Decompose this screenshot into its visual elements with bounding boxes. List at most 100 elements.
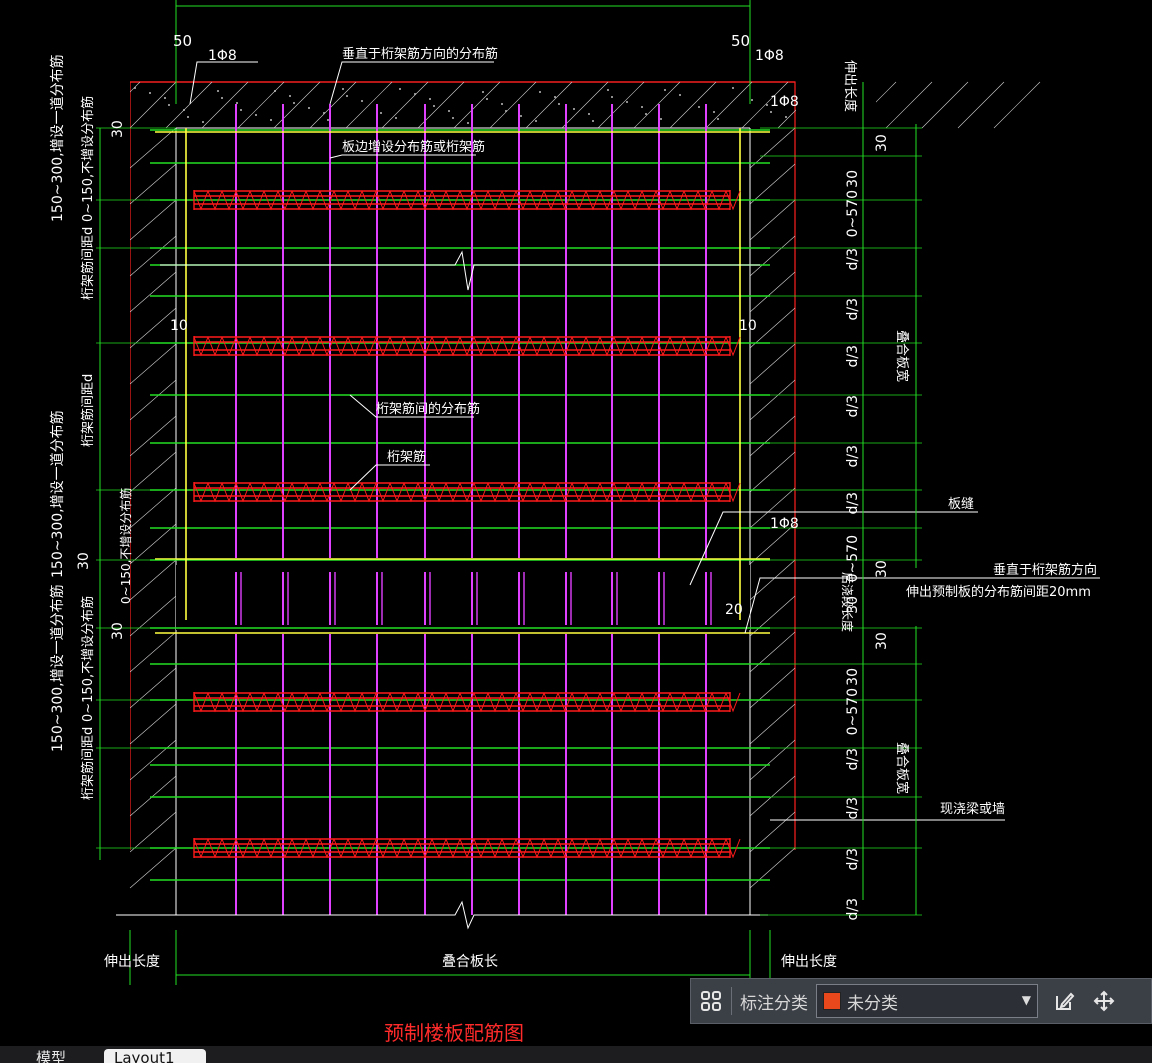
- concrete-speck: [539, 91, 541, 93]
- right-dim-text: d/3: [845, 898, 861, 921]
- annotation-toolbar: 标注分类 未分类 ▼: [690, 978, 1152, 1024]
- tab-model[interactable]: 模型: [36, 1049, 67, 1063]
- drawing-title: 预制楼板配筋图: [384, 1021, 524, 1045]
- hatch-right-line: [749, 703, 796, 745]
- right-dim-text: d/3: [845, 248, 861, 271]
- label-edge-dist: 板边增设分布筋或桁架筋: [342, 139, 485, 155]
- concrete-speck: [501, 103, 503, 105]
- leader-line: [329, 154, 476, 159]
- hatch-top-line: [669, 81, 717, 129]
- category-select[interactable]: 未分类 ▼: [816, 984, 1038, 1018]
- concrete-speck: [505, 110, 507, 112]
- hatch-right-line: [749, 847, 796, 889]
- concrete-speck: [380, 112, 382, 114]
- hatch-top-line: [993, 81, 1041, 129]
- left-dim-30: 30: [110, 622, 126, 640]
- concrete-speck: [236, 102, 238, 104]
- concrete-speck: [452, 117, 454, 119]
- hatch-top-line: [309, 81, 357, 129]
- bar-label-1: 1Φ8: [208, 48, 237, 64]
- hatch-top-line: [453, 81, 501, 129]
- right-dim-text: d/3: [845, 797, 861, 820]
- concrete-speck: [558, 103, 560, 105]
- hatch-left-line: [129, 847, 177, 889]
- concrete-speck: [717, 118, 719, 120]
- left-dim-text: 150~300,增设一道分布筋: [49, 584, 66, 752]
- concrete-speck: [732, 87, 734, 89]
- right-cast-len: 后浇段长度: [840, 572, 855, 632]
- label-cast-beam: 现浇梁或墙: [940, 802, 1005, 817]
- hatch-right-line: [749, 487, 796, 529]
- right-dim-text: 0~570: [845, 535, 861, 582]
- right-slab-width-2: 叠合板宽: [894, 742, 910, 794]
- concrete-speck: [611, 96, 613, 98]
- left-dim-text: 桁架筋间距d: [80, 227, 96, 300]
- hatch-left-line: [129, 811, 177, 853]
- truss-lattice: [193, 190, 741, 211]
- right-dim-text: d/3: [845, 848, 861, 871]
- truss-lattice: [193, 838, 741, 859]
- concrete-speck: [467, 122, 469, 124]
- dim-20: 20: [725, 602, 743, 618]
- concrete-speck: [187, 116, 189, 118]
- hatch-right-line: [749, 775, 796, 817]
- bar-label-3: 1Φ8: [770, 94, 799, 110]
- right-dim-text: 30: [845, 170, 861, 188]
- hatch-right-line: [749, 343, 796, 385]
- hatch-left-line: [129, 595, 177, 637]
- left-dim-30: 30: [76, 552, 92, 570]
- concrete-speck: [770, 111, 772, 113]
- hatch-left-line: [129, 451, 177, 493]
- label-slab-joint: 板缝: [948, 497, 974, 512]
- concrete-speck: [395, 117, 397, 119]
- concrete-speck: [588, 113, 590, 115]
- hatch-right-line: [749, 307, 796, 349]
- hatch-right-line: [749, 667, 796, 709]
- bar-label-4: 1Φ8: [770, 516, 799, 532]
- label-vertical-dist: 垂直于桁架筋方向的分布筋: [342, 46, 498, 62]
- right-slab-width-1: 叠合板宽: [894, 330, 910, 382]
- hatch-top-line: [129, 81, 177, 129]
- concrete-speck: [323, 112, 325, 114]
- grid-icon[interactable]: [691, 979, 731, 1023]
- concrete-speck: [592, 120, 594, 122]
- hatch-left-line: [129, 703, 177, 745]
- concrete-speck: [535, 120, 537, 122]
- hatch-top-line: [381, 81, 429, 129]
- chevron-down-icon: ▼: [1021, 993, 1031, 1007]
- mask-left: [0, 0, 130, 860]
- concrete-speck: [520, 115, 522, 117]
- concrete-speck: [255, 114, 257, 116]
- concrete-speck: [293, 102, 295, 104]
- concrete-speck: [766, 104, 768, 106]
- hatch-top-line: [165, 81, 213, 129]
- edit-icon[interactable]: [1044, 979, 1084, 1023]
- label-truss: 桁架筋: [387, 449, 426, 465]
- concrete-speck: [482, 91, 484, 93]
- hatch-right-line: [749, 235, 796, 277]
- label-truss-dist: 桁架筋间的分布筋: [376, 401, 480, 417]
- concrete-speck: [641, 106, 643, 108]
- tab-layout1[interactable]: Layout1: [104, 1049, 206, 1063]
- move-icon[interactable]: [1084, 979, 1124, 1023]
- concrete-speck: [626, 101, 628, 103]
- right-dim-text: d/3: [845, 345, 861, 368]
- concrete-speck: [289, 95, 291, 97]
- concrete-speck: [202, 121, 204, 123]
- hatch-left-line: [129, 343, 177, 385]
- concrete-speck: [433, 105, 435, 107]
- right-dim-text: 30: [845, 668, 861, 686]
- leader-line: [689, 511, 978, 586]
- break-line-mid: [160, 250, 760, 291]
- hatch-left-line: [129, 199, 177, 241]
- left-dim-30: 30: [110, 120, 126, 138]
- hatch-left-line: [129, 739, 177, 781]
- left-dim-text: 桁架筋间距d: [80, 374, 96, 447]
- hatch-left-line: [129, 127, 177, 169]
- layout-tabs: 模型 Layout1: [0, 1046, 1152, 1063]
- hatch-top-line: [633, 81, 681, 129]
- hatch-top-line: [921, 81, 969, 129]
- leader-line: [349, 464, 430, 491]
- right-dim-text: d/3: [845, 395, 861, 418]
